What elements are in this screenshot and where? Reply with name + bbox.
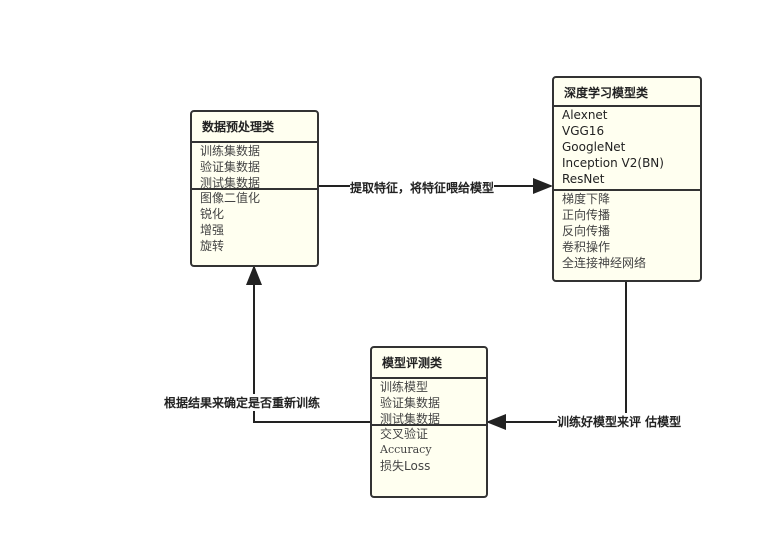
method-section: 图像二值化 锐化 增强 旋转 [192, 188, 317, 254]
attribute: 测试集数据 [380, 412, 441, 426]
class-title: 数据预处理类 [192, 112, 317, 143]
attribute: 验证集数据 [200, 160, 261, 174]
method: 增强 [200, 223, 225, 237]
method: 旋转 [200, 239, 225, 253]
edge-label-evaluate-to-preprocess: 根据结果来确定是否重新训练 [164, 394, 321, 411]
edge-label-model-to-evaluate: 训练好模型来评 估模型 [557, 413, 682, 430]
method: 正向传播 [562, 208, 611, 222]
attribute: ResNet [562, 172, 605, 186]
attribute: Alexnet [562, 108, 608, 122]
method: 图像二值化 [200, 191, 261, 205]
preprocess-class-box[interactable]: 数据预处理类 训练集数据 验证集数据 测试集数据 图像二值化 锐化 增强 旋转 [190, 110, 319, 267]
attribute-section: 训练集数据 验证集数据 测试集数据 [192, 143, 317, 190]
attribute: Inception V2(BN) [562, 156, 664, 170]
class-title: 模型评测类 [372, 348, 486, 379]
method: 全连接神经网络 [562, 256, 647, 270]
attribute-section: 训练模型 验证集数据 测试集数据 [372, 379, 486, 426]
method-section: 交叉验证 Accuracy 损失Loss [372, 424, 486, 474]
attribute: GoogleNet [562, 140, 626, 154]
attribute: VGG16 [562, 124, 605, 138]
attribute: 训练模型 [380, 380, 429, 394]
evaluate-class-box[interactable]: 模型评测类 训练模型 验证集数据 测试集数据 交叉验证 Accuracy 损失L… [370, 346, 488, 498]
arrow-model-to-evaluate [486, 281, 627, 430]
model-class-box[interactable]: 深度学习模型类 Alexnet VGG16 GoogleNet Inceptio… [552, 76, 702, 282]
arrow-evaluate-to-preprocess [246, 265, 370, 423]
method: 锐化 [200, 207, 225, 221]
method-section: 梯度下降 正向传播 反向传播 卷积操作 全连接神经网络 [554, 189, 700, 271]
method: 损失Loss [380, 459, 431, 473]
attribute: 训练集数据 [200, 144, 261, 158]
method: 梯度下降 [562, 192, 611, 206]
attribute: 验证集数据 [380, 396, 441, 410]
method: 反向传播 [562, 224, 611, 238]
method: 卷积操作 [562, 240, 611, 254]
class-title: 深度学习模型类 [554, 78, 700, 107]
edge-label-preprocess-to-model: 提取特征，将特征喂给模型 [350, 179, 495, 196]
attribute: 测试集数据 [200, 176, 261, 190]
method: 交叉验证 [380, 427, 429, 441]
attribute-section: Alexnet VGG16 GoogleNet Inception V2(BN)… [554, 107, 700, 189]
method: Accuracy [380, 443, 432, 456]
